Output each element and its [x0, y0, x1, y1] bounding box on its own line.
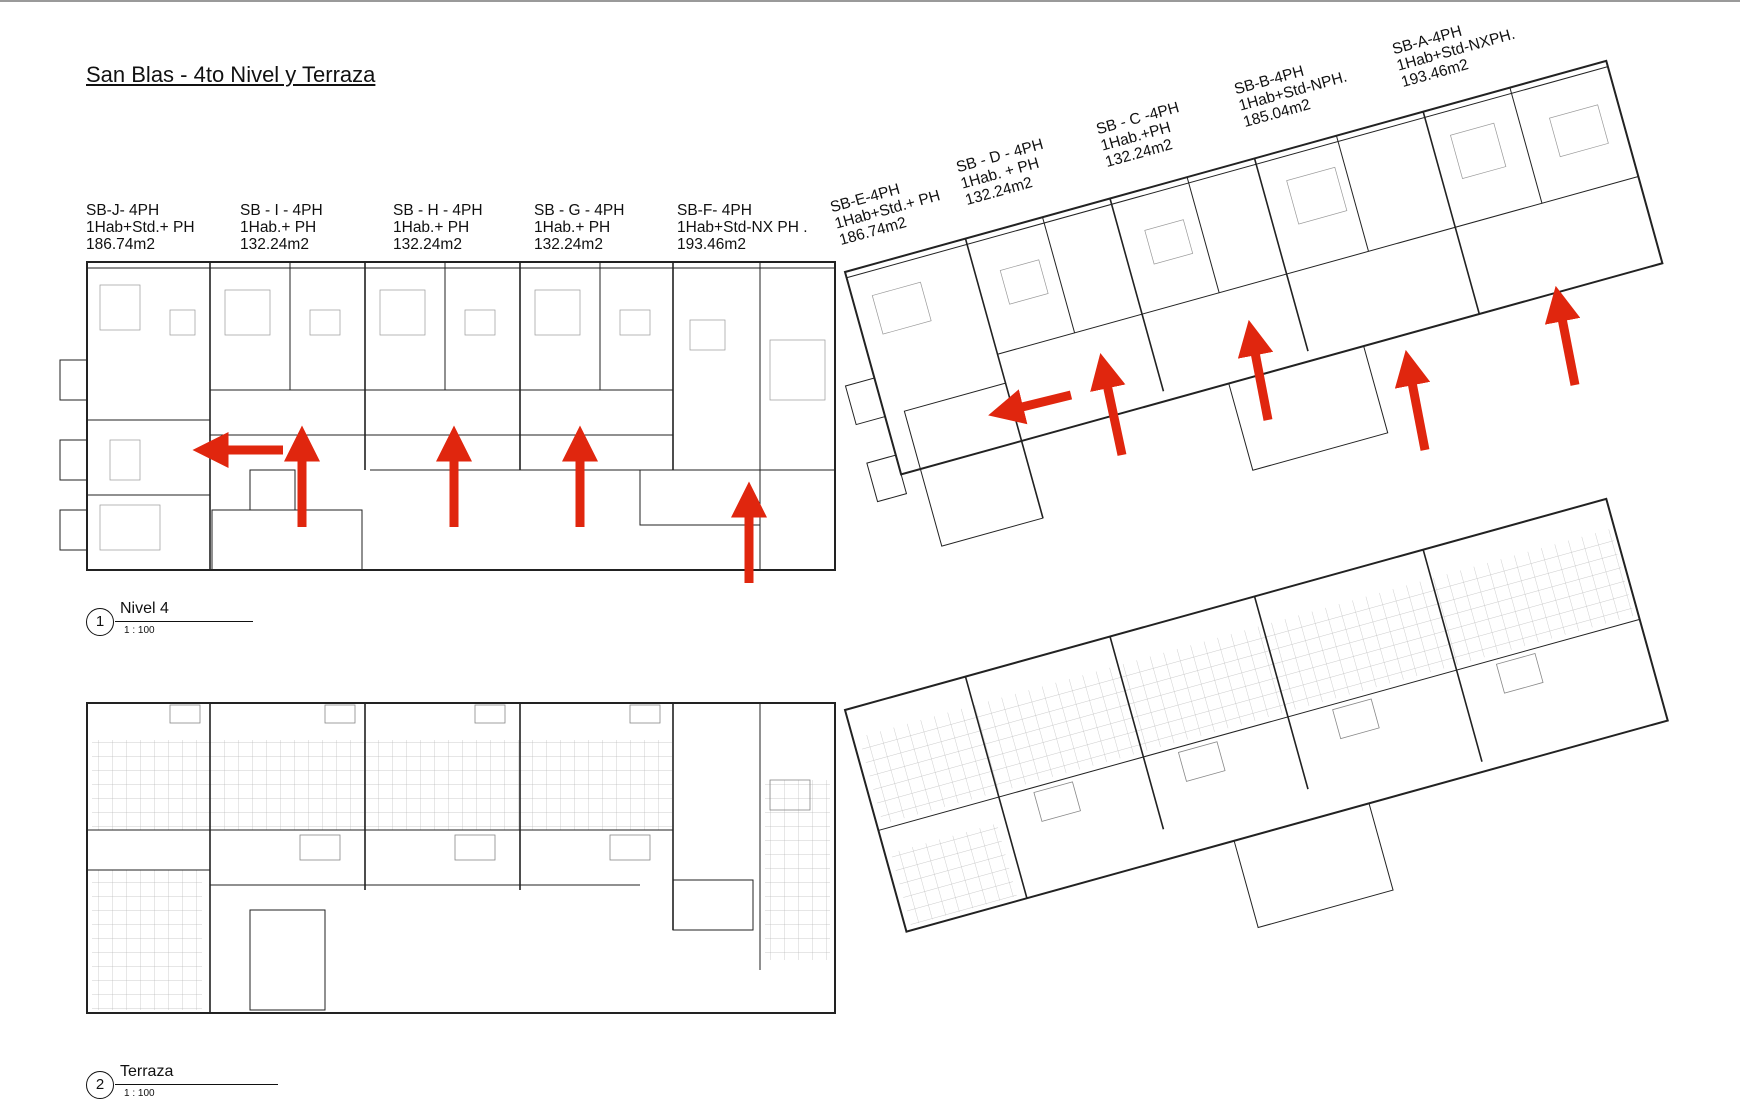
entrance-arrow-sb-c	[1237, 319, 1274, 421]
plan-nivel-4-right	[843, 59, 1664, 547]
view-underline	[115, 1084, 278, 1085]
entrance-arrow-sb-b	[1394, 349, 1431, 451]
view-name-nivel-4: Nivel 4	[120, 600, 169, 617]
view-scale: 1 : 100	[124, 1088, 155, 1099]
view-underline	[115, 621, 253, 622]
view-number-2: 2	[86, 1071, 114, 1099]
entrance-arrow-sb-e	[988, 389, 1073, 425]
drawing-title: San Blas - 4to Nivel y Terraza	[86, 62, 376, 87]
view-scale: 1 : 100	[124, 625, 155, 636]
entrance-arrow-sb-d	[1090, 352, 1127, 456]
view-number-1: 1	[86, 608, 114, 636]
top-border	[0, 0, 1740, 2]
entrance-arrows	[192, 285, 1581, 583]
entrance-arrow-sb-a	[1544, 285, 1581, 386]
plan-nivel-4-left	[59, 261, 836, 571]
view-name-terraza: Terraza	[120, 1063, 174, 1080]
plan-terraza-left	[86, 702, 836, 1014]
plan-terraza-right	[843, 497, 1669, 933]
